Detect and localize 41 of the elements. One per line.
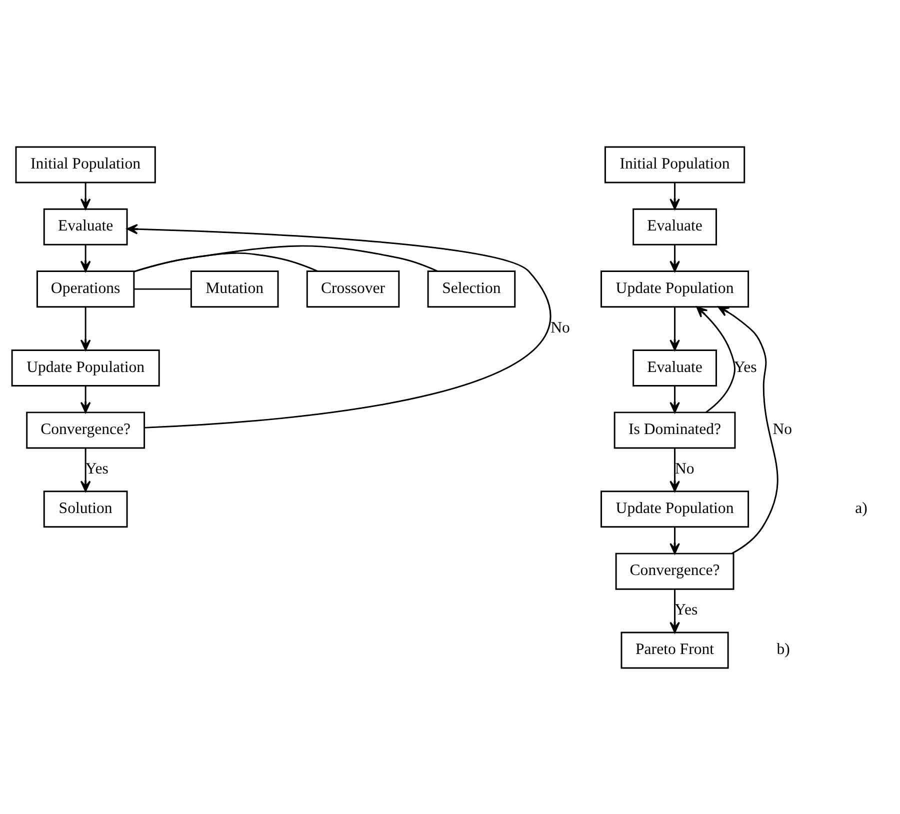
node-box: Solution bbox=[43, 490, 128, 528]
node-box: Convergence? bbox=[615, 552, 734, 590]
arrow bbox=[80, 386, 91, 413]
arrow bbox=[670, 588, 680, 632]
arrow bbox=[670, 526, 680, 554]
arrow bbox=[80, 182, 91, 210]
node-box: Update Population bbox=[600, 490, 750, 528]
node-box: Evaluate bbox=[43, 208, 128, 245]
node-box: Update Population bbox=[600, 270, 750, 308]
edge-label: No bbox=[550, 318, 570, 336]
arrow bbox=[670, 182, 680, 210]
arrow bbox=[80, 448, 91, 492]
node-box: Pareto Front bbox=[620, 631, 729, 668]
connector bbox=[134, 252, 318, 272]
connector bbox=[134, 288, 192, 290]
node-box: Evaluate bbox=[632, 349, 717, 386]
arrow bbox=[126, 223, 550, 428]
arrow bbox=[670, 244, 680, 272]
arrow bbox=[80, 306, 91, 350]
node-box: Crossover bbox=[306, 270, 400, 308]
label: b) bbox=[776, 640, 790, 658]
arrow bbox=[670, 448, 680, 492]
node-box: Initial Population bbox=[15, 146, 156, 183]
node-box: Evaluate bbox=[632, 208, 717, 245]
node-box: Mutation bbox=[190, 270, 279, 308]
arrow bbox=[718, 306, 778, 554]
arrow bbox=[670, 386, 680, 413]
arrow bbox=[696, 306, 736, 412]
arrow bbox=[670, 306, 680, 350]
arrow bbox=[80, 244, 91, 272]
node-box: Operations bbox=[36, 270, 135, 308]
node-box: Selection bbox=[427, 270, 516, 308]
node-box: Convergence? bbox=[26, 411, 146, 448]
edge-label: Yes bbox=[674, 601, 698, 618]
node-box: Initial Population bbox=[604, 146, 746, 183]
edge-label: No bbox=[674, 460, 694, 477]
node-box: Is Dominated? bbox=[614, 411, 736, 448]
node-box: Update Population bbox=[11, 349, 160, 386]
edge-label: No bbox=[772, 420, 792, 438]
connector bbox=[134, 244, 438, 272]
label: a) bbox=[855, 499, 868, 516]
